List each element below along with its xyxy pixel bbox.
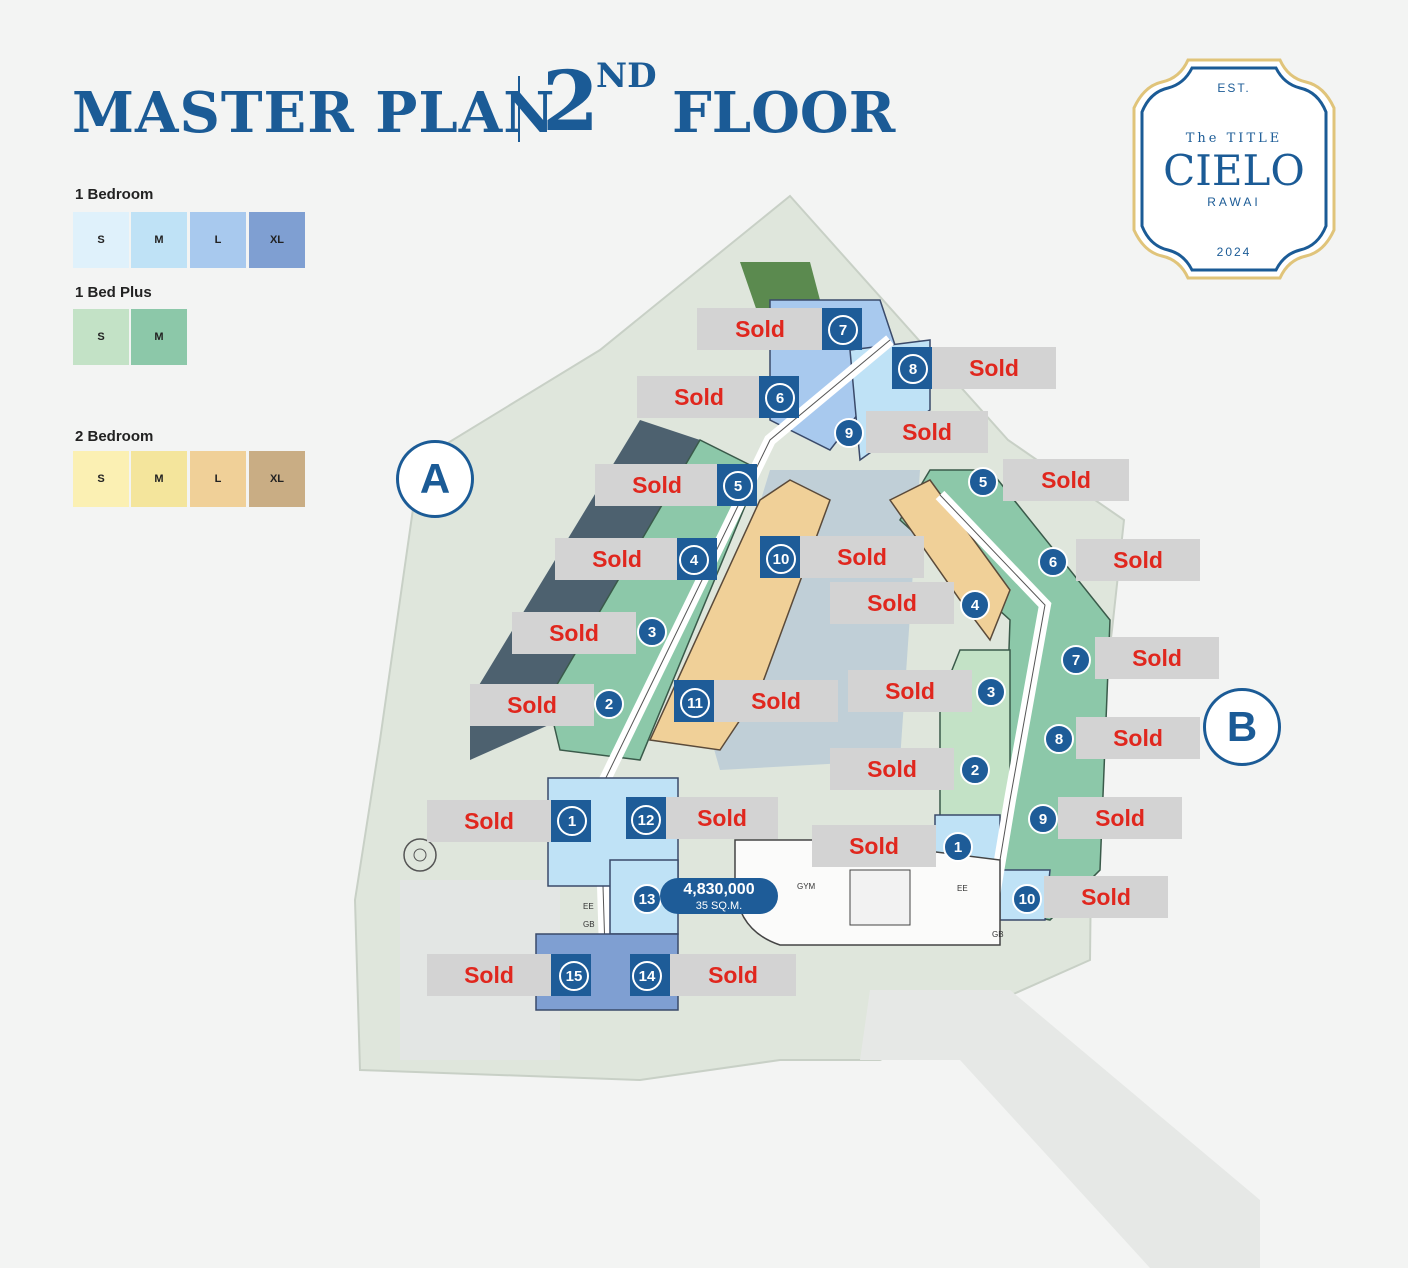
- unit-a11-status[interactable]: Sold: [714, 680, 838, 722]
- legend-2br-l: L: [190, 451, 246, 507]
- unit-b8-number[interactable]: 8: [1044, 724, 1074, 754]
- unit-b4-status[interactable]: Sold: [830, 582, 954, 624]
- unit-a1-status[interactable]: Sold: [427, 800, 551, 842]
- legend-1br-l: L: [190, 212, 246, 268]
- unit-a4-number[interactable]: 4: [679, 545, 709, 575]
- gb-label-a: GB: [583, 920, 595, 929]
- unit-a13-price: 4,830,000: [683, 881, 755, 898]
- logo-est: EST.: [1217, 81, 1251, 95]
- unit-a14-number[interactable]: 14: [632, 961, 662, 991]
- building-b-marker: B: [1203, 688, 1281, 766]
- floor-suffix: ND: [596, 56, 657, 96]
- unit-a7-status[interactable]: Sold: [697, 308, 823, 350]
- unit-b10-number[interactable]: 10: [1012, 884, 1042, 914]
- unit-a9-status[interactable]: Sold: [866, 411, 988, 453]
- legend-1br-xl: XL: [249, 212, 305, 268]
- site-road: [860, 990, 1260, 1268]
- building-a-marker: A: [396, 440, 474, 518]
- title-divider: [518, 76, 520, 142]
- unit-b9-status[interactable]: Sold: [1058, 797, 1182, 839]
- logo-rawai: RAWAI: [1207, 195, 1261, 209]
- floor-number: 2: [542, 54, 600, 150]
- legend-2br-m: M: [131, 451, 187, 507]
- unit-b4-number[interactable]: 4: [960, 590, 990, 620]
- unit-b5-number[interactable]: 5: [968, 467, 998, 497]
- unit-a13-price-tag[interactable]: 4,830,000 35 SQ.M.: [660, 878, 778, 914]
- unit-a3-number[interactable]: 3: [637, 617, 667, 647]
- title-master-plan: MASTER PLAN: [72, 80, 556, 146]
- unit-b3-status[interactable]: Sold: [848, 670, 972, 712]
- unit-b6-number[interactable]: 6: [1038, 547, 1068, 577]
- unit-b3-number[interactable]: 3: [976, 677, 1006, 707]
- legend-2br-xl: XL: [249, 451, 305, 507]
- unit-a2-number[interactable]: 2: [594, 689, 624, 719]
- unit-a9-number[interactable]: 9: [834, 418, 864, 448]
- gym-room: [849, 869, 911, 926]
- unit-a6-number[interactable]: 6: [765, 383, 795, 413]
- unit-a13-number[interactable]: 13: [632, 884, 662, 914]
- logo-cielo: CIELO: [1163, 146, 1305, 195]
- legend-1bp-s: S: [73, 309, 129, 365]
- gb-label-b: GB: [992, 930, 1004, 939]
- unit-a8-status[interactable]: Sold: [932, 347, 1056, 389]
- ee-label-b: EE: [957, 884, 968, 893]
- unit-b1-status[interactable]: Sold: [812, 825, 936, 867]
- unit-b6-status[interactable]: Sold: [1076, 539, 1200, 581]
- unit-a10-number[interactable]: 10: [766, 544, 796, 574]
- legend-1-bed-plus-heading: 1 Bed Plus: [75, 284, 152, 301]
- unit-b9-number[interactable]: 9: [1028, 804, 1058, 834]
- legend-2br-s: S: [73, 451, 129, 507]
- unit-b1-number[interactable]: 1: [943, 832, 973, 862]
- legend-1-bedroom-heading: 1 Bedroom: [75, 186, 154, 203]
- unit-b7-status[interactable]: Sold: [1095, 637, 1219, 679]
- legend-2-bedroom-heading: 2 Bedroom: [75, 428, 154, 445]
- legend-1br-m: M: [131, 212, 187, 268]
- unit-a12-number[interactable]: 12: [631, 805, 661, 835]
- unit-a10-status[interactable]: Sold: [800, 536, 924, 578]
- legend-1bp-m: M: [131, 309, 187, 365]
- unit-a5-status[interactable]: Sold: [595, 464, 719, 506]
- unit-a4-status[interactable]: Sold: [555, 538, 679, 580]
- unit-a11-number[interactable]: 11: [680, 688, 710, 718]
- cielo-logo-badge: [1132, 58, 1336, 280]
- floor-word: FLOOR: [672, 80, 896, 146]
- unit-a3-status[interactable]: Sold: [512, 612, 636, 654]
- unit-a14-status[interactable]: Sold: [670, 954, 796, 996]
- unit-b2-number[interactable]: 2: [960, 755, 990, 785]
- spiral-stair-core: [413, 848, 427, 862]
- unit-a7-number[interactable]: 7: [828, 315, 858, 345]
- logo-year: 2024: [1216, 245, 1252, 259]
- unit-b5-status[interactable]: Sold: [1003, 459, 1129, 501]
- gym-label: GYM: [797, 882, 816, 891]
- ee-label-a: EE: [583, 902, 594, 911]
- spiral-stair-icon: [403, 838, 437, 872]
- unit-a13-size: 35 SQ.M.: [695, 900, 743, 912]
- unit-a1-number[interactable]: 1: [557, 806, 587, 836]
- logo-the-title: The TITLE: [1185, 131, 1283, 146]
- unit-a15-number[interactable]: 15: [559, 961, 589, 991]
- unit-b7-number[interactable]: 7: [1061, 645, 1091, 675]
- unit-b2-status[interactable]: Sold: [830, 748, 954, 790]
- unit-a12-status[interactable]: Sold: [666, 797, 778, 839]
- unit-a6-status[interactable]: Sold: [637, 376, 761, 418]
- unit-a2-status[interactable]: Sold: [470, 684, 594, 726]
- unit-a5-number[interactable]: 5: [723, 471, 753, 501]
- unit-b10-status[interactable]: Sold: [1044, 876, 1168, 918]
- unit-a15-status[interactable]: Sold: [427, 954, 551, 996]
- legend-1br-s: S: [73, 212, 129, 268]
- unit-b8-status[interactable]: Sold: [1076, 717, 1200, 759]
- unit-a8-number[interactable]: 8: [898, 354, 928, 384]
